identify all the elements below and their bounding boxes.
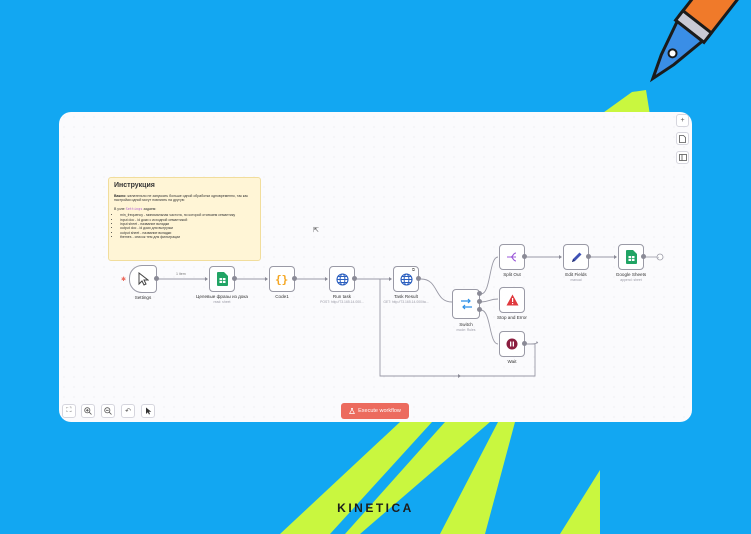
output-port[interactable] [477,299,482,304]
node-subtitle: read: sheet [213,300,231,304]
trigger-indicator: ✱ [121,277,127,283]
undo-button[interactable]: ↶ [121,404,135,418]
zoom-in-button[interactable] [81,404,95,418]
switch-icon [460,298,472,310]
node-subtitle: append: sheet [620,278,642,282]
zoom-out-button[interactable] [101,404,115,418]
pen-illustration [649,0,740,83]
instruction-sticky-note[interactable]: Инструкция Важно: желательно не запускат… [108,177,261,261]
node-label: Split Out [503,272,521,277]
workflow-canvas[interactable]: + Инструкция Важно: желательно не запуск… [59,112,692,422]
brand-logo: KINETICA [337,501,414,515]
note-list: min_frequency - минимальная частота, по … [120,213,255,239]
output-port[interactable] [292,276,297,281]
node-switch[interactable] [452,289,480,319]
output-port[interactable] [522,254,527,259]
node-label: Google Sheets [615,272,647,277]
node-label: Stop and Error [497,315,527,320]
toggle-panel-button[interactable] [676,151,689,164]
node-label: Edit Fields [565,272,587,277]
node-label: Settings [134,295,152,300]
pointer-icon [138,272,149,286]
select-tool-button[interactable] [141,404,155,418]
workflow-connections: + [156,253,664,378]
node-label: Wait [507,359,517,364]
note-settings-line: В узле Settings задаем: [114,206,157,211]
note-list-item: themes - список тем для фильтрации [120,235,255,239]
undo-icon: ↶ [125,408,131,415]
note-list-item: min_frequency - минимальная частота, по … [120,213,255,217]
node-run-task[interactable] [329,266,355,292]
pen-icon [571,252,581,262]
note-title: Инструкция [114,182,155,189]
globe-icon [399,272,413,286]
output-port[interactable] [416,276,421,281]
warning-icon [506,294,518,306]
output-port[interactable] [522,341,527,346]
note-list-item: input doc - id доки с исходной семантико… [120,218,255,222]
note-warning: Важно: желательно не запускать больше од… [114,194,248,203]
note-list-item: output doc - id доки для выгрузки [120,226,255,230]
output-port[interactable] [232,276,237,281]
google-sheets-icon [625,250,637,264]
zoom-fit-button[interactable]: ⛶ [62,404,76,418]
node-stop-error[interactable] [499,287,525,313]
split-icon [506,252,516,262]
fit-icon: ⛶ [66,407,72,414]
execute-label: Execute workflow [358,408,401,414]
add-sticky-button[interactable] [676,132,689,145]
zoom-out-icon [104,407,112,415]
globe-icon [335,272,349,286]
node-split-out[interactable] [499,244,525,270]
node-edit-fields[interactable] [563,244,589,270]
node-settings[interactable] [129,265,157,293]
note-list-item: input sheet - название вкладки [120,222,255,226]
pointer-icon [145,407,151,415]
flask-icon [349,408,356,414]
node-subtitle: manual [570,278,582,282]
node-subtitle: GET: http://73.165.14.000/ta... [383,300,429,304]
code-braces-icon: {} [275,273,288,285]
mouse-cursor-icon: ⇱ [313,227,319,234]
svg-text:+: + [657,255,660,260]
plus-icon: + [680,117,685,124]
pause-icon [506,338,518,350]
output-port[interactable] [586,254,591,259]
node-label: Task Result [394,294,418,299]
node-subtitle: POST: http://73.165.14.000... [320,300,364,304]
output-port[interactable] [641,254,646,259]
google-sheets-icon [216,272,228,286]
output-port[interactable] [477,307,482,312]
edge-item-count: 1 item [176,272,186,276]
external-link-icon: ⧉ [412,267,415,272]
node-label: Switch [459,322,473,327]
output-port[interactable] [352,276,357,281]
note-list-item: output sheet - название вкладки [120,231,255,235]
add-node-button[interactable]: + [676,114,689,127]
node-wait[interactable] [499,331,525,357]
node-subtitle: mode: Rules [456,328,476,332]
node-label: Целевые фразы из дока [196,294,248,299]
output-port[interactable] [477,291,482,296]
execute-workflow-button[interactable]: Execute workflow [341,403,409,419]
panel-icon [678,154,687,161]
node-task-result[interactable] [393,266,419,292]
zoom-in-icon [84,407,92,415]
node-label: Run task [332,294,352,299]
node-google-sheets[interactable] [618,244,644,270]
node-label: Code1 [275,294,289,299]
sticky-note-icon [679,134,686,143]
svg-text:{}: {} [275,273,288,285]
output-port[interactable] [154,276,159,281]
